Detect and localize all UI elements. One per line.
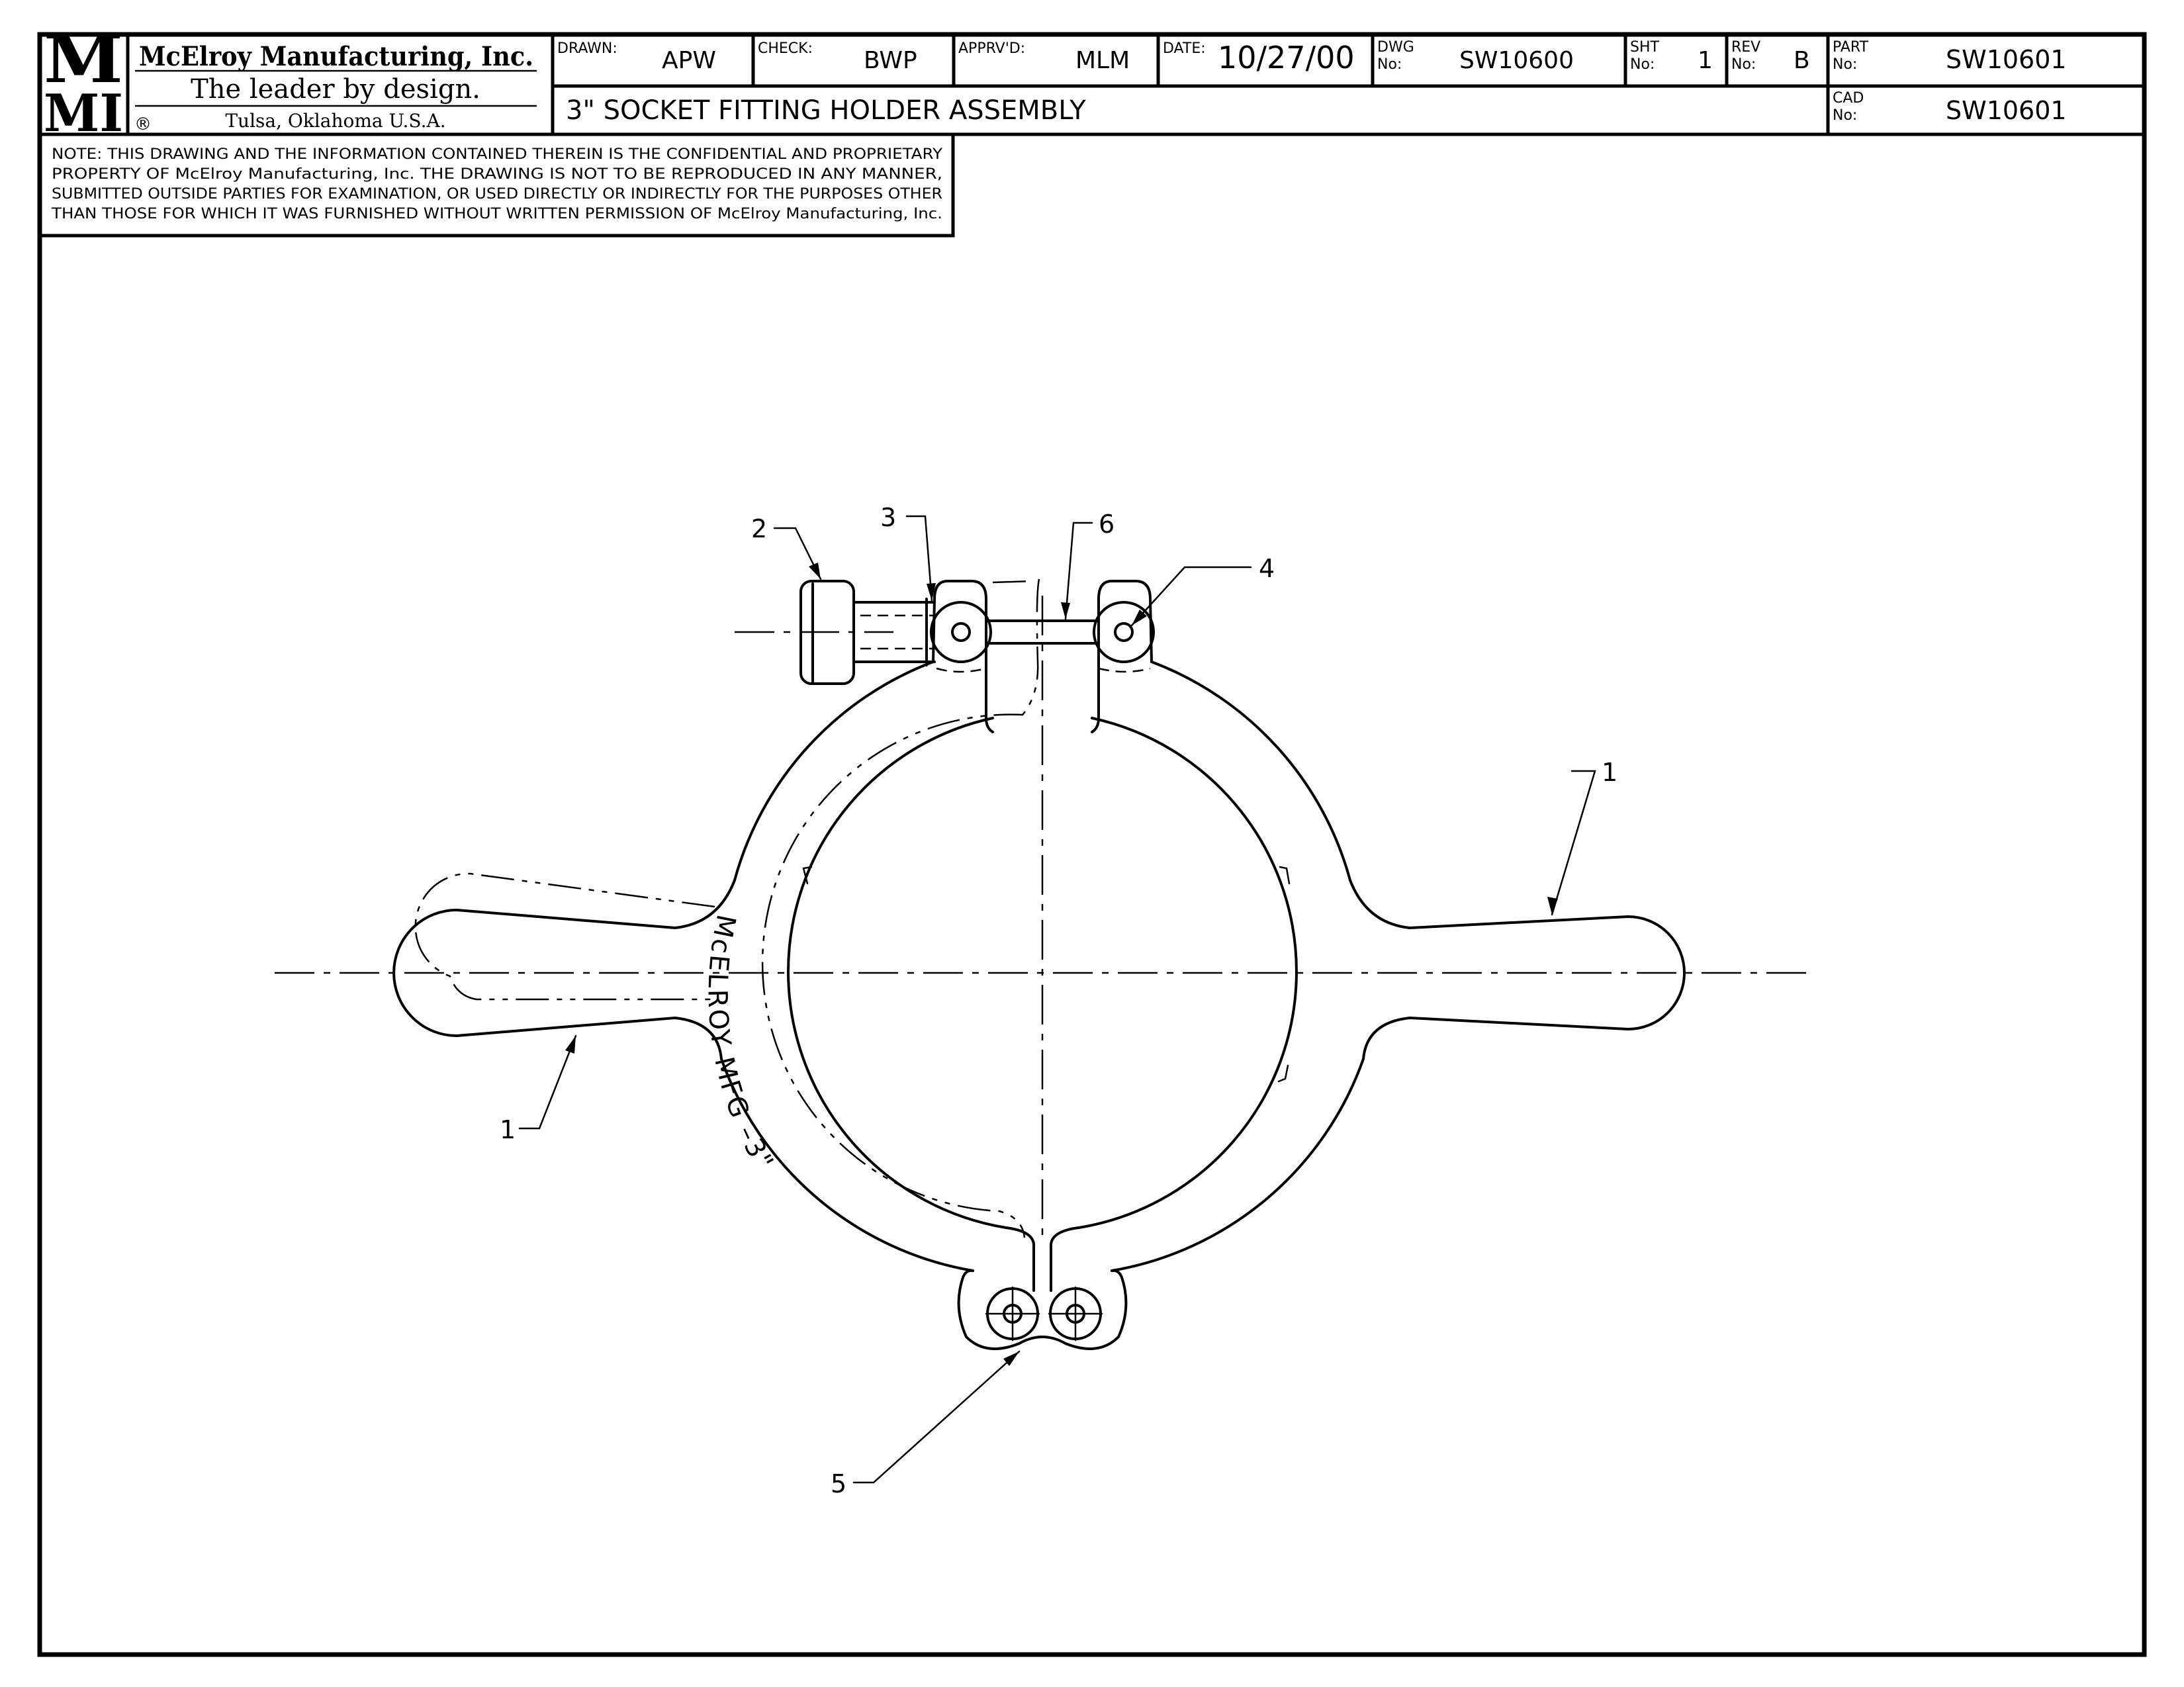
rev-value: B <box>1794 47 1810 74</box>
cad-value: SW10601 <box>1946 96 2067 125</box>
right-lug-pin-hole <box>1114 622 1134 642</box>
leader-4 <box>1130 566 1252 627</box>
clamp-top-left-lug <box>932 580 994 733</box>
sht-label-2: No: <box>1630 56 1655 73</box>
check-label: CHECK: <box>758 40 813 57</box>
leader-2 <box>773 527 822 580</box>
leader-5-arrow <box>1003 1351 1019 1366</box>
leader-3 <box>905 515 933 602</box>
sht-label-1: SHT <box>1630 39 1660 56</box>
balloon-5: 5 <box>831 1469 846 1498</box>
leader-1-left <box>518 1034 577 1130</box>
dwg-value: SW10600 <box>1459 47 1574 74</box>
apprvd-value: MLM <box>1075 47 1130 74</box>
company-location: Tulsa, Oklahoma U.S.A. <box>225 110 445 132</box>
assembly-drawing: McELROY MFG –3" 1 1 2 3 6 4 5 <box>275 503 1810 1498</box>
leader-4-arrow <box>1132 610 1147 625</box>
leader-5 <box>852 1350 1021 1484</box>
leader-3-arrow <box>927 583 936 601</box>
leader-1-left-arrow <box>565 1036 576 1054</box>
clamp-ring-outer <box>720 661 1365 1272</box>
sheet-border <box>37 32 2147 1657</box>
balloon-1-left: 1 <box>500 1115 516 1144</box>
leader-1-right <box>1551 770 1596 916</box>
clamp-knob <box>799 580 855 685</box>
leader-6 <box>1064 522 1093 620</box>
date-label: DATE: <box>1163 40 1206 57</box>
bore-notch-right-lower <box>1277 1064 1289 1083</box>
left-lug-pin-hole <box>951 622 971 642</box>
note-line-1: NOTE: THIS DRAWING AND THE INFORMATION C… <box>52 146 943 163</box>
sht-value: 1 <box>1698 47 1713 74</box>
bore-notch-left-upper <box>802 866 813 885</box>
bore-notch-right-upper <box>1279 866 1291 885</box>
part-value: SW10601 <box>1946 45 2067 74</box>
cad-label-1: CAD <box>1833 90 1864 107</box>
ring-engraving-path: McELROY MFG –3" <box>702 912 778 1177</box>
leader-1-right-arrow <box>1547 897 1558 915</box>
date-value: 10/27/00 <box>1218 40 1355 75</box>
bottom-hinge-slot <box>1005 1226 1080 1292</box>
right-lug-hidden <box>1098 667 1151 673</box>
balloon-4: 4 <box>1259 554 1275 583</box>
balloon-6: 6 <box>1099 510 1115 539</box>
right-handle <box>1349 879 1686 1060</box>
leader-2-arrow <box>809 563 821 579</box>
company-slogan: The leader by design. <box>191 74 480 105</box>
balloon-1-right: 1 <box>1602 758 1617 787</box>
part-label-2: No: <box>1833 56 1857 73</box>
clamp-ring-phantom <box>761 578 1040 1238</box>
apprvd-label: APPRV'D: <box>958 40 1025 57</box>
dwg-label-1: DWG <box>1377 39 1414 56</box>
note-line-3: SUBMITTED OUTSIDE PARTIES FOR EXAMINATIO… <box>52 186 942 203</box>
left-lug-boss <box>930 601 992 663</box>
left-lug-hidden <box>936 667 987 673</box>
clamp-top-right-lug <box>1091 580 1153 733</box>
company-name: McElroy Manufacturing, Inc. <box>139 41 533 72</box>
ring-engraving: McELROY MFG –3" <box>702 912 780 1177</box>
confidentiality-note: NOTE: THIS DRAWING AND THE INFORMATION C… <box>38 132 955 238</box>
left-handle-phantom <box>414 872 718 1001</box>
check-value: BWP <box>864 47 917 74</box>
part-label-1: PART <box>1833 39 1869 56</box>
cad-label-2: No: <box>1833 107 1857 124</box>
balloon-3: 3 <box>880 503 896 532</box>
drawn-value: APW <box>662 47 716 74</box>
rev-label-1: REV <box>1731 39 1760 56</box>
right-lug-boss <box>1093 601 1155 663</box>
registered-mark: ® <box>134 114 152 134</box>
note-line-4: THAN THOSE FOR WHICH IT WAS FURNISHED WI… <box>51 206 942 222</box>
bottom-hinge <box>957 1269 1128 1350</box>
note-line-2: PROPERTY OF McElroy Manufacturing, Inc. … <box>52 166 942 183</box>
left-handle <box>392 879 736 1060</box>
drawing-title: 3" SOCKET FITTING HOLDER ASSEMBLY <box>566 95 1086 126</box>
balloon-2: 2 <box>751 514 767 543</box>
mmi-logo: M MI <box>44 22 123 144</box>
rev-label-2: No: <box>1731 56 1756 73</box>
dwg-label-2: No: <box>1377 56 1402 73</box>
leader-6-arrow <box>1061 602 1070 619</box>
drawn-label: DRAWN: <box>557 40 617 57</box>
logo-letters-top: M <box>44 22 123 98</box>
clamp-top-phantom <box>992 580 1033 584</box>
